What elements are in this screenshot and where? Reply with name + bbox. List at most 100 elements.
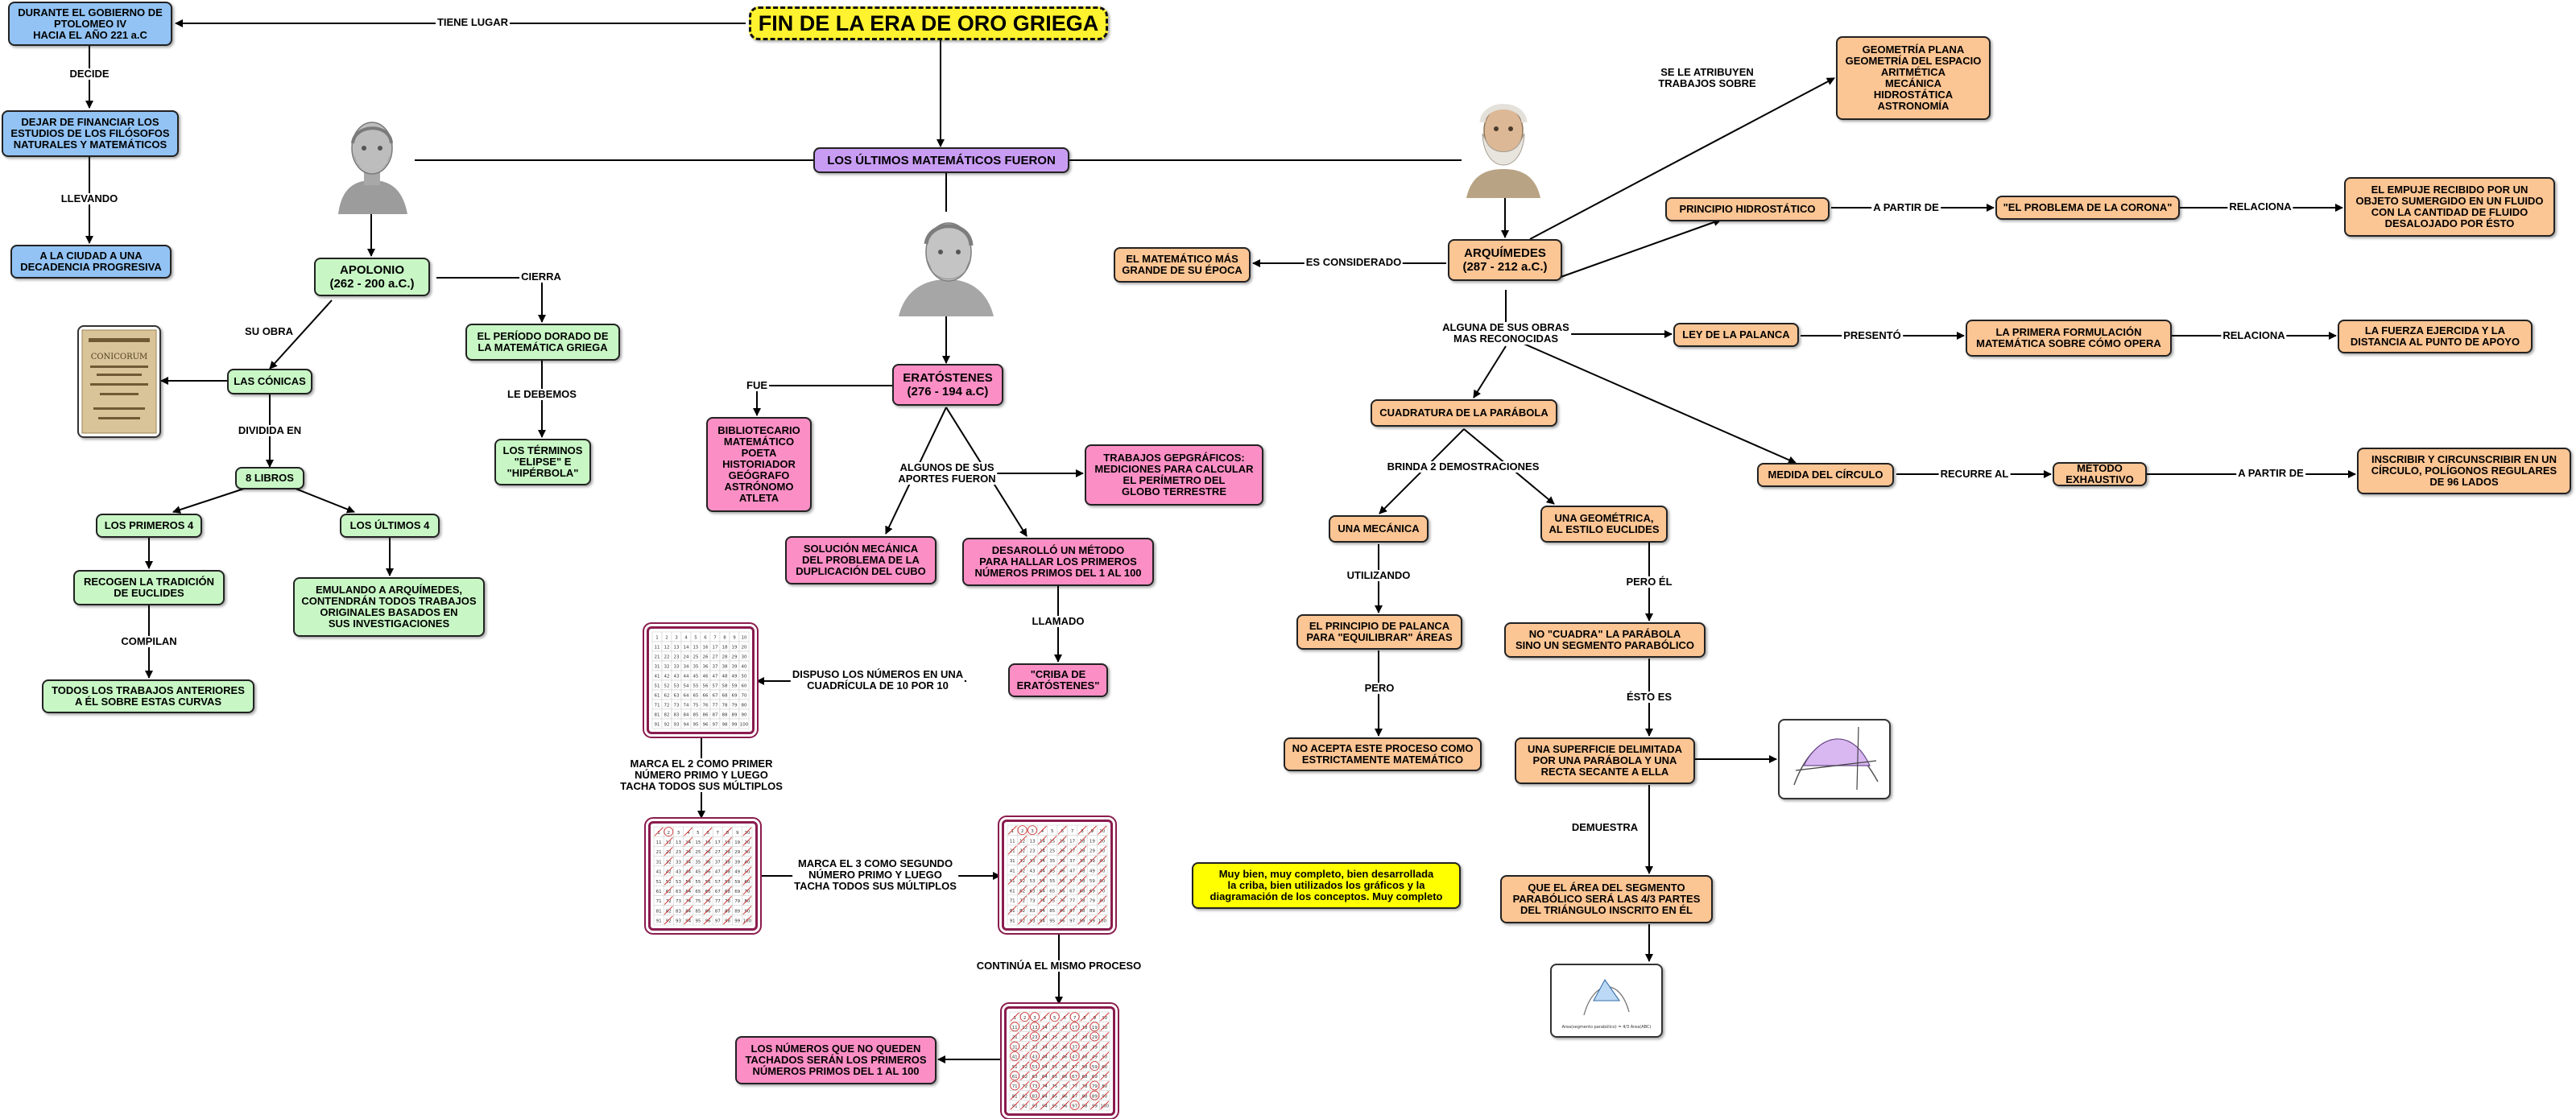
sieve-cross-mark [1050,1061,1060,1071]
label-presento: PRESENTÓ [1842,329,1903,341]
label-obras-reconocidas: ALGUNA DE SUS OBRAS MAS RECONOCIDAS [1441,321,1571,345]
sieve-number: 19 [1090,839,1095,844]
sieve-number: 8 [1083,1016,1086,1021]
sieve-number: 42 [664,675,670,679]
node-ley-palanca: LEY DE LA PALANCA [1673,323,1799,347]
sieve-cross-mark [1077,875,1087,885]
sieve-number: 14 [1040,839,1045,844]
sieve-number: 97 [715,919,721,924]
node-primeros-4: LOS PRIMEROS 4 [96,514,202,538]
sieve-cross-mark [1057,915,1067,925]
sieve-number: 36 [705,860,711,865]
sieve-number: 66 [705,890,711,894]
sieve-number: 50 [744,870,750,875]
node-periodo-dorado: EL PERÍODO DORADO DE LA MATEMÁTICA GRIEG… [465,324,620,361]
node-roles: BIBLIOTECARIO MATEMÁTICO POETA HISTORIAD… [706,417,812,512]
sieve-cross-mark [742,827,752,836]
sieve-number: 3 [1031,829,1034,834]
sieve-number: 91 [1010,919,1015,924]
sieve-cross-mark [1037,915,1047,925]
sieve-cross-mark [742,866,752,876]
sieve-number: 78 [1080,899,1085,904]
sieve-cross-mark [1100,1022,1110,1031]
sieve-number: 54 [684,684,689,689]
sieve-prime-circle [1010,1051,1020,1061]
sieve-cross-mark [1087,915,1097,925]
sieve-number: 68 [722,694,728,699]
sieve-cross-mark [1090,1042,1099,1051]
sieve-cross-mark [1040,1012,1049,1022]
sieve-number: 61 [1012,1075,1018,1080]
sieve-cross-mark [1077,886,1087,895]
sieve-number: 13 [1030,839,1036,844]
label-dispuso: DISPUSO LOS NÚMEROS EN UNA CUADRÍCULA DE… [790,668,965,692]
sieve-number: 84 [1040,909,1045,914]
sieve-cross-mark [664,836,673,846]
sieve-cross-mark [1037,845,1047,855]
sieve-number: 35 [1049,859,1055,864]
sieve-number: 84 [685,909,691,914]
sieve-number: 32 [664,665,670,670]
sieve-prime-circle [1017,825,1028,836]
sieve-cross-mark [1048,865,1057,875]
label-continua: CONTINÚA EL MISMO PROCESO [974,960,1143,972]
sieve-number: 85 [1052,1094,1057,1099]
sieve-cross-mark [1057,875,1067,885]
sieve-number: 40 [1102,1045,1107,1050]
sieve-number: 24 [1042,1035,1048,1040]
sieve-number: 9 [1094,1016,1097,1021]
sieve-number: 16 [705,840,711,845]
sieve-cross-mark [703,896,713,905]
sieve-number: 59 [1092,1065,1098,1070]
sieve-number: 46 [703,675,709,679]
sieve-cross-mark [723,876,732,886]
sieve-number: 80 [744,899,750,904]
sieve-number: 58 [1080,879,1085,884]
sieve-number: 98 [725,919,730,924]
sieve-number: 70 [744,890,750,894]
sieve-number: 95 [1049,919,1055,924]
sieve-cross-mark [1020,1071,1030,1080]
sieve-cross-mark [1050,1032,1060,1041]
sieve-cross-mark [1068,845,1077,855]
sieve-number: 83 [674,713,680,718]
sieve-cross-mark [1080,1061,1090,1071]
sieve-cross-mark [1098,865,1107,875]
sieve-cross-mark [1098,825,1107,835]
sieve-cell [738,718,750,729]
sieve-cross-mark [1050,1022,1060,1031]
sieve-number: 27 [1069,849,1075,854]
sieve-cross-mark [1098,845,1107,855]
sieve-cross-mark [1050,1091,1060,1100]
sieve-number: 59 [732,684,738,689]
sieve-number: 12 [666,840,672,845]
sieve-number: 40 [744,860,750,865]
sieve-number: 44 [685,870,691,875]
sieve-cross-mark [1037,865,1047,875]
sieve-number: 88 [1082,1094,1088,1099]
sieve-number: 36 [703,665,709,670]
label-pero: PERO [1362,682,1396,694]
sieve-number: 48 [1082,1055,1088,1060]
sieve-number: 100 [1101,1105,1110,1109]
sieve-cross-mark [1060,1100,1069,1110]
sieve-cross-mark [1098,905,1107,915]
sieve-cross-mark [664,886,673,895]
sieve-prime-circle [1090,1080,1100,1091]
sieve-prime-circle [1030,1061,1040,1071]
sieve-number: 69 [732,694,738,699]
sieve-number: 31 [655,665,660,670]
node-principio-palanca: EL PRINCIPIO DE PALANCA PARA "EQUILIBRAR… [1296,614,1462,650]
sieve-number: 72 [666,899,672,904]
sieve-number: 34 [684,665,689,670]
sieve-cross-mark [742,886,752,895]
sieve-number: 48 [722,675,728,679]
sieve-cross-mark [1040,1022,1049,1031]
sieve-number: 2 [668,831,671,836]
sieve-number: 62 [1019,889,1025,894]
sieve-number: 58 [1082,1065,1088,1070]
sieve-number: 71 [655,704,660,708]
sieve-number: 99 [734,919,740,924]
sieve-number: 48 [725,870,730,875]
sieve-number: 76 [703,704,709,708]
